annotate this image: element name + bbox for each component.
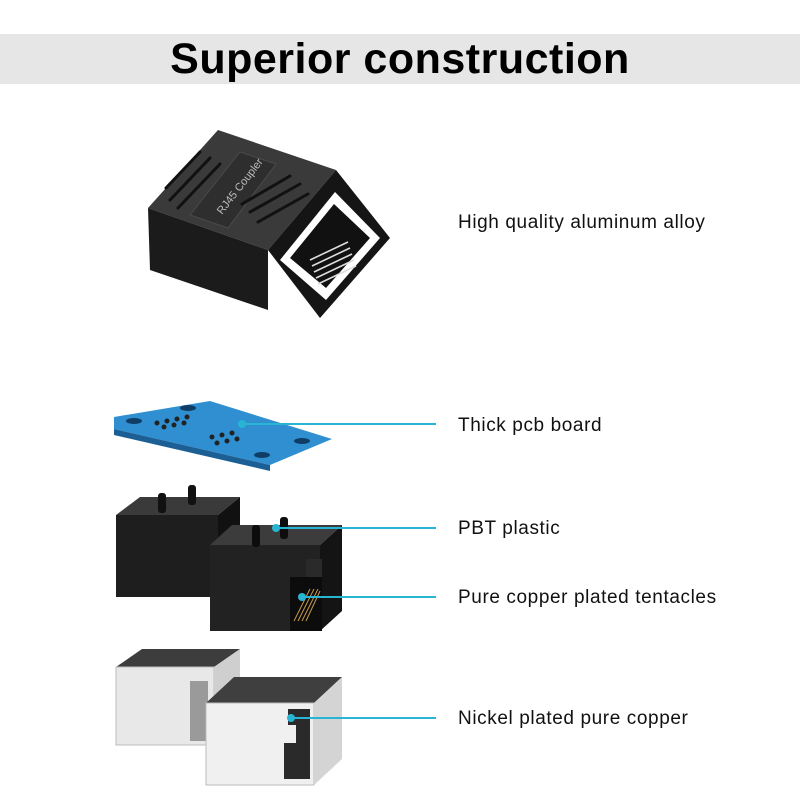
callout-label-tentacles: Pure copper plated tentacles bbox=[458, 587, 717, 608]
pcb-edge bbox=[114, 429, 270, 471]
leader-dot-pcb bbox=[238, 420, 246, 428]
pcb-pins bbox=[154, 414, 240, 446]
page-title: Superior construction bbox=[170, 34, 630, 83]
callout-label-pcb: Thick pcb board bbox=[458, 415, 603, 436]
title-banner: Superior construction bbox=[0, 34, 800, 84]
port-contacts bbox=[309, 241, 357, 285]
leader-line-nickel bbox=[292, 717, 436, 719]
label-plate bbox=[189, 151, 277, 229]
callout-label-nickel: Nickel plated pure copper bbox=[458, 708, 689, 729]
leader-dot-tentacles bbox=[298, 593, 306, 601]
coupler-side-face bbox=[148, 208, 268, 310]
pcb-board-image bbox=[114, 401, 332, 471]
leader-line-tentacles bbox=[302, 596, 436, 598]
rj45-port-opening bbox=[290, 204, 370, 288]
callout-label-aluminum: High quality aluminum alloy bbox=[458, 212, 706, 233]
nickel-shield-image bbox=[115, 649, 342, 786]
leader-dot-nickel bbox=[287, 714, 295, 722]
callout-label-pbt: PBT plastic bbox=[458, 518, 561, 539]
pcb-holes bbox=[126, 405, 310, 458]
copper-tentacles bbox=[293, 588, 321, 622]
leader-dot-pbt bbox=[272, 524, 280, 532]
grip-grooves bbox=[164, 150, 310, 224]
leader-line-pbt bbox=[276, 527, 436, 529]
rj45-coupler-image: RJ45 Coupler bbox=[148, 130, 390, 318]
pbt-housing-image bbox=[116, 485, 342, 631]
leader-line-pcb bbox=[242, 423, 436, 425]
